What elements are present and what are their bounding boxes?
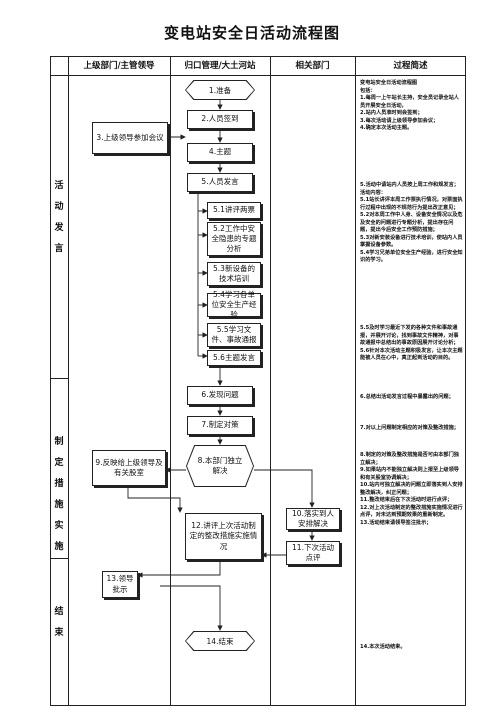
desc-preparation: 变电站安全日活动流程图 包括： 1.每周一上午站长主持，安全员记录全站人员开展安… — [360, 80, 459, 132]
divider-col2 — [270, 56, 271, 706]
node-prepare: 1.准备 — [185, 80, 255, 100]
node-review-tickets: 5.1讲评两票 — [207, 202, 261, 219]
desc-problems: 6.总结出活动发言过程中暴露出的问题； — [360, 394, 454, 400]
divider-phase — [68, 56, 69, 706]
header-superior-dept: 上级部门/主管领导 — [83, 61, 155, 71]
phase-divider-1 — [50, 378, 68, 379]
node-speech: 5.人员发言 — [187, 173, 253, 192]
arrow-8-10 — [254, 469, 315, 508]
phase-measures: 制定措施实施 — [54, 437, 64, 552]
page-title: 变电站安全日活动流程图 — [163, 24, 340, 42]
phase-divider-2 — [50, 558, 68, 559]
node-report-superior: 9.反映给上级领导及有关股室 — [92, 450, 166, 486]
desc-implementation: 8.制定的对策及整改措施是否可由本部门独立解决； 9.如果站内不能独立解决则上报… — [360, 452, 463, 526]
header-divider — [50, 75, 466, 76]
arrow-9-12 — [127, 486, 183, 513]
node-hazard-analysis: 5.2工作中安全隐患的专题分析 — [207, 222, 261, 256]
node-theme: 4.主题 — [187, 143, 253, 162]
desc-activity-content: 5.活动中请站内人员按上周工作和规发言； 活动内容： 5.1站长讲评本周工作票执… — [360, 182, 463, 264]
node-next-review: 11.下次活动点评 — [286, 541, 340, 565]
phase-end: 结束 — [54, 607, 64, 638]
node-review-last: 12.讲评上次活动制定的整改措施实施情况 — [185, 513, 262, 560]
phase-activity: 活动发言 — [54, 181, 64, 254]
node-study-documents: 5.5学习文件、事故通报 — [207, 323, 261, 347]
header-related-dept: 相关部门 — [295, 61, 330, 71]
node-equipment-training: 5.3新设备的技术培训 — [207, 262, 261, 286]
node-countermeasures: 7.制定对策 — [187, 416, 253, 435]
divider-col3 — [355, 56, 356, 706]
desc-measures: 7.对以上问题制定相应的对策及整改措施； — [360, 425, 459, 431]
node-assign-person: 10.落实到人安排解决 — [286, 508, 340, 530]
node-sign-in: 2.人员签到 — [187, 110, 253, 129]
node-leader-attend: 3.上级领导参加会议 — [92, 122, 168, 154]
arrow-12-13 — [137, 560, 221, 578]
node-find-problems: 6.发现问题 — [187, 386, 253, 405]
flowchart-frame — [50, 56, 466, 706]
desc-end: 14.本次活动结束。 — [360, 644, 406, 650]
node-decide-independent: 8.本部门独立解决 — [186, 445, 254, 487]
node-leader-approval: 13.领导批示 — [102, 571, 138, 598]
node-learn-experience: 5.4学习各单位安全生产经验 — [207, 290, 261, 319]
node-end: 14.结束 — [185, 631, 255, 651]
node-theme-speech: 5.6主题发言 — [207, 350, 261, 366]
header-process-summary: 过程简述 — [393, 61, 428, 71]
desc-study: 5.5及时学习最近下发的各种文件和事故通报，并展开讨论，找到事故文件精神，对事故… — [360, 325, 463, 362]
header-management: 归口管理/大土河站 — [184, 61, 256, 71]
divider-col1 — [170, 56, 171, 706]
arrow-13-14 — [160, 585, 223, 631]
